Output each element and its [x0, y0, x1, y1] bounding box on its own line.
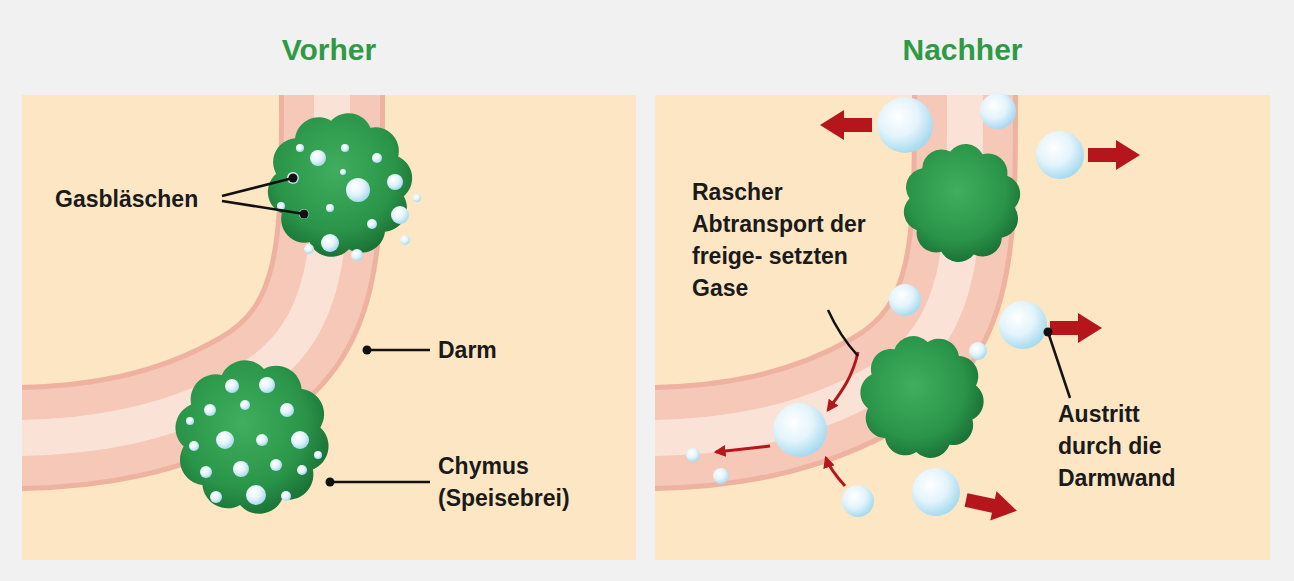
- leader-dot: [289, 174, 298, 183]
- gas-bubble: [216, 431, 234, 449]
- gas-bubble: [980, 93, 1016, 129]
- leader-dot: [1044, 328, 1053, 337]
- gas-bubble: [387, 174, 403, 190]
- gas-bubble: [889, 284, 921, 316]
- gas-bubble: [321, 234, 339, 252]
- leader-dot: [300, 210, 309, 219]
- gas-bubble: [225, 379, 239, 393]
- chyme-blob: [900, 139, 1024, 267]
- callout-label: Gasbläschen: [55, 183, 255, 215]
- gas-bubble: [340, 169, 346, 175]
- gas-bubble: [314, 451, 322, 459]
- gas-bubble: [186, 417, 194, 425]
- gas-bubble: [233, 461, 249, 477]
- gas-bubble: [877, 97, 933, 153]
- gas-bubble: [686, 448, 700, 462]
- gas-bubble: [310, 150, 326, 166]
- gas-bubble: [204, 404, 216, 416]
- leader-dot: [326, 478, 335, 487]
- gas-bubble: [999, 301, 1047, 349]
- gas-bubble: [210, 491, 222, 503]
- leader-line: [330, 481, 430, 484]
- panel-heading: Nachher: [655, 20, 1270, 80]
- transport-arrow: [716, 446, 770, 452]
- gas-bubble: [246, 485, 266, 505]
- gas-bubble: [969, 342, 987, 360]
- gas-bubble: [200, 466, 212, 478]
- gas-bubble: [240, 400, 250, 410]
- gas-bubble: [270, 459, 282, 471]
- callout-label: Austritt durch die Darmwand: [1058, 398, 1193, 494]
- gas-bubble: [912, 468, 960, 516]
- gas-bubble: [1036, 131, 1084, 179]
- gas-bubble: [256, 434, 268, 446]
- gas-bubble: [367, 219, 377, 229]
- gas-bubble: [713, 468, 729, 484]
- gas-bubble: [346, 178, 370, 202]
- gas-bubble: [372, 153, 382, 163]
- gas-bubble: [189, 441, 199, 451]
- transport-arrow: [828, 352, 858, 410]
- callout-label: Darm: [438, 334, 558, 366]
- gas-bubble: [280, 403, 294, 417]
- gas-bubble: [304, 244, 314, 254]
- gas-bubble: [296, 144, 304, 152]
- gas-bubble: [259, 377, 275, 393]
- gas-bubble: [842, 485, 874, 517]
- gas-bubble: [287, 172, 299, 184]
- leader-dot: [363, 346, 372, 355]
- leader-line: [367, 349, 430, 352]
- gas-bubble: [297, 465, 307, 475]
- gas-bubble: [341, 144, 349, 152]
- gas-bubble: [391, 206, 409, 224]
- gas-bubble: [291, 431, 309, 449]
- gas-bubble: [326, 204, 334, 212]
- gas-bubble: [413, 194, 421, 202]
- panel-heading: Vorher: [22, 20, 636, 80]
- gas-bubble: [281, 491, 291, 501]
- callout-label: Rascher Abtransport der freige- setzten …: [692, 176, 867, 304]
- gas-bubble: [773, 403, 827, 457]
- gas-bubble: [351, 249, 363, 261]
- callout-label: Chymus (Speisebrei): [438, 450, 588, 514]
- gas-bubble: [400, 235, 410, 245]
- gas-bubble: [299, 209, 309, 219]
